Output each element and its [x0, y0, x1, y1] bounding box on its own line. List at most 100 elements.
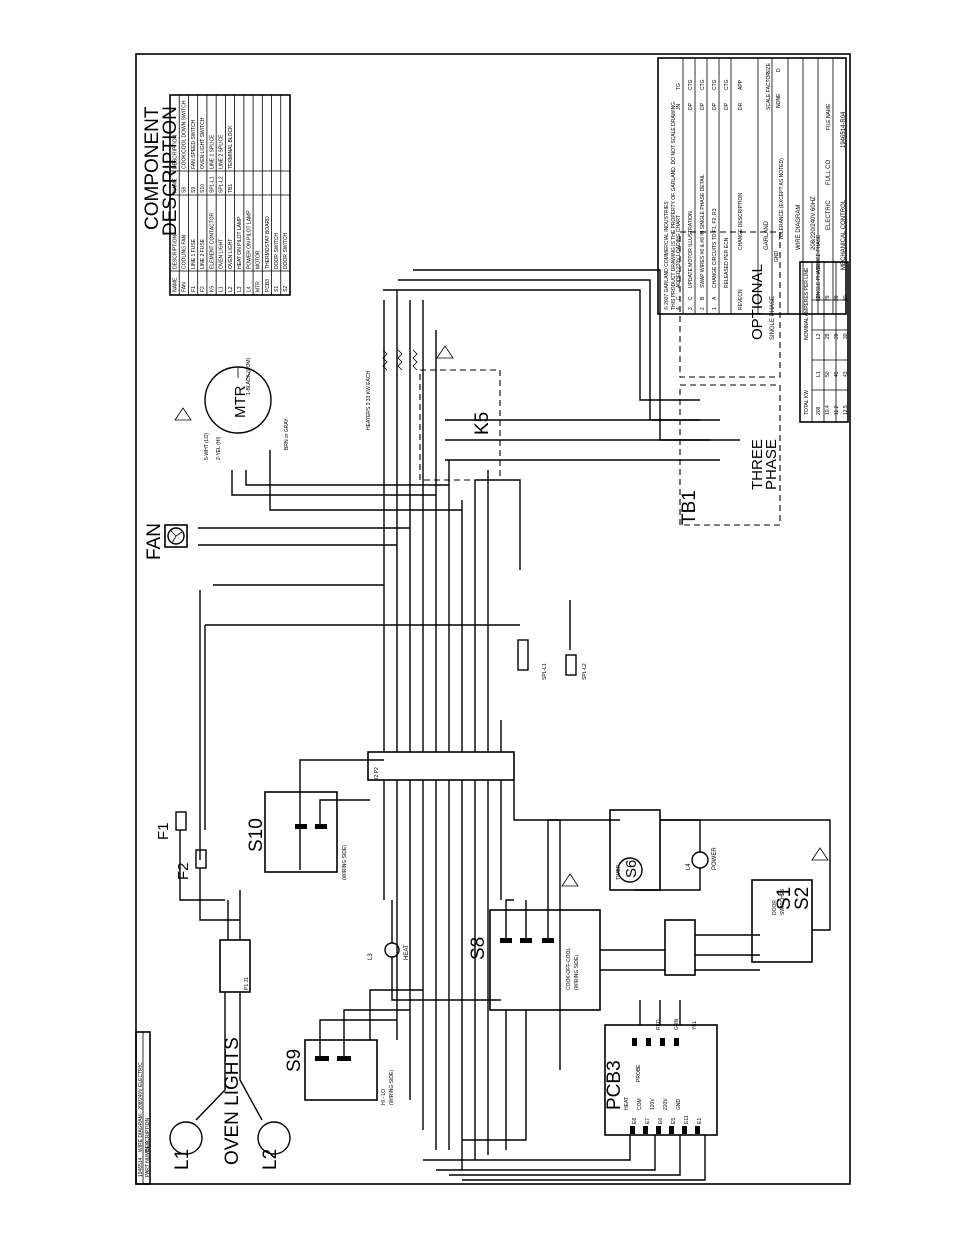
k5-contactor: K5: [419, 369, 501, 481]
svg-text:PROBE: PROBE: [636, 1064, 642, 1082]
revision-approved: CTG: [712, 79, 718, 90]
wire-run: [319, 1019, 397, 1061]
title-part-number: 1946514-R04: [841, 111, 847, 148]
component-table-cell: FAN SPEED SWITCH: [191, 119, 197, 169]
s10-note: (WIRING SIDE): [342, 845, 348, 880]
warning-triangle-icon: [174, 407, 192, 421]
probe-wire-label: YEL: [692, 1020, 698, 1030]
svg-text:L4: L4: [686, 863, 692, 870]
amp-table-cell: L1: [816, 371, 822, 377]
optional-single-phase: OPTIONAL SINGLE PHASE GND: [679, 231, 781, 378]
component-table-cell: L2: [228, 286, 234, 292]
title-notice: THIS PRODUCT DRAWING IS THE PROPERTY OF …: [671, 101, 677, 310]
amp-table-cell: 11.2: [834, 405, 840, 415]
svg-text:F1: F1: [155, 822, 172, 840]
pcb-pin-label: E11: [684, 1115, 690, 1124]
amp-table-title: NOMINAL AMPERES PER LINE: [804, 267, 810, 340]
title-description-5: MECHANICAL CONTROL: [841, 199, 847, 270]
component-table-cell: LINE 2 FUSE: [200, 238, 206, 269]
revision-description: SWAP WIRES #6 & #8 IN SINGLE PHASE DETAI…: [700, 174, 706, 288]
pcb-terminal-label: COM: [637, 1098, 643, 1110]
heaters-label: HEATERS 3.33 KW EACH: [366, 371, 372, 430]
pcb-pin-label: E5: [671, 1118, 677, 1124]
svg-text:COOK-OFF-COOL: COOK-OFF-COOL: [566, 948, 572, 990]
amp-table-cell: 28: [834, 333, 840, 339]
revision-header: ECN: [738, 289, 744, 300]
component-table-cell: MOTOR: [256, 250, 262, 269]
gnd-label: GND: [774, 251, 780, 263]
motor: MTR 5-WHT (LO) 2-YEL (HI) BRN or GRAY 1-…: [174, 357, 290, 460]
component-table-header: NAME: [172, 178, 178, 193]
component-table-cell: L3: [237, 286, 243, 292]
s8-label: S8: [468, 937, 489, 960]
svg-text:L2: L2: [260, 1149, 281, 1170]
wire-run: [462, 1135, 706, 1181]
title-size: SIZE: [766, 62, 772, 74]
wire-run: [299, 759, 384, 870]
door-switches: DOOR SWITCHES S1 S2: [751, 847, 829, 963]
wire-run: [505, 899, 514, 943]
oven-lights-label: OVEN LIGHTS: [222, 1037, 243, 1165]
revision-number: 3: [688, 307, 694, 310]
revision-description: ADDED 220V LOADING CHART: [676, 215, 682, 288]
component-description: COMPONENT DESCRIPTION NAMEDESCRIPTIONNAM…: [142, 94, 291, 296]
wire-run: [423, 1135, 631, 1161]
svg-text:SWITCHES: SWITCHES: [780, 888, 786, 915]
wire-run: [383, 289, 700, 401]
title-scale-value: NONE: [776, 93, 782, 108]
wire-run: [513, 780, 561, 1070]
fuse-f1: F1: [155, 811, 187, 840]
amp-table-cell: 30: [843, 295, 849, 301]
wire-run: [231, 470, 436, 496]
revision-header: DR: [738, 102, 744, 110]
oven-lights: L1 L2 OVEN LIGHTS: [169, 1037, 291, 1170]
probe-wire-label: GRN: [674, 1019, 680, 1031]
amp-table-cell: 29: [825, 333, 831, 339]
warning-triangle-icon: [436, 345, 454, 359]
component-table-cell: POWER ON PILOT LAMP: [246, 210, 252, 269]
title-scale: SCALE FACTOR: [766, 72, 772, 110]
motor-lead-brn: BRN or GRAY: [284, 418, 290, 450]
revision-approved: CTG: [688, 79, 694, 90]
pcb-terminal-label: 120V: [650, 1098, 656, 1110]
parts-row-pn: 1946514: [138, 1157, 144, 1177]
svg-text:HEAT: HEAT: [404, 944, 410, 960]
amp-phase-label: THREE PHASE: [816, 234, 822, 270]
title-description: WIRE DIAGRAM: [796, 205, 802, 250]
s9-switch: S9 HI - LO (WIRING SIDE): [284, 1039, 395, 1105]
revision-drawn: DP: [688, 102, 694, 110]
motor-lead-com: 1-BLACK (COM): [246, 357, 252, 395]
motor-lead-hi: 2-YEL (HI): [216, 436, 222, 460]
component-table-cell: F2: [200, 286, 206, 292]
power-lamp-l4: L4 POWER: [686, 847, 718, 870]
parts-header-pn: PART NUMBER: [145, 1141, 151, 1177]
amp-table-cell: 10.4: [825, 405, 831, 415]
s10-switch: S10 (WIRING SIDE): [246, 791, 348, 880]
amp-phase-label: SINGLE PHASE: [816, 263, 822, 300]
title-description-2: 208/220/240V 60HZ: [811, 196, 817, 250]
wire-run: [269, 450, 462, 511]
pcb-pin-label: E7: [645, 1118, 651, 1124]
parts-row-desc: WIRE DIAGRAM - 208/240V ELECTRIC: [138, 1062, 144, 1152]
component-table-cell: S8: [182, 187, 188, 193]
revision-drawn: JN: [676, 104, 682, 111]
component-table-cell: DOOR SWITCH: [283, 233, 289, 269]
revision-description: CHANGE CIRCUITS TO F1, F2, R3: [712, 208, 718, 288]
component-table-cell: ELEMENT CONTACTOR: [209, 212, 215, 269]
component-title-1: COMPONENT: [142, 106, 163, 230]
s10-label: S10: [246, 818, 267, 852]
optional-label: OPTIONAL: [749, 264, 766, 340]
amp-total-kw: TOTAL KW: [804, 390, 810, 415]
wire-run: [660, 819, 701, 852]
component-table-cell: DOOR SWITCH: [274, 233, 280, 269]
component-table-cell: THERMOSTAT BOARD: [265, 216, 271, 269]
tb1-label: TB1: [679, 490, 700, 525]
three-phase-label-2: PHASE: [763, 439, 780, 490]
wire-run: [343, 1009, 410, 1061]
component-table-cell: COOLING FAN: [182, 234, 188, 269]
amp-table-cell: L2: [816, 333, 822, 339]
component-table-cell: LINE 2 SPLICE: [219, 134, 225, 169]
wire-run: [195, 992, 226, 1121]
